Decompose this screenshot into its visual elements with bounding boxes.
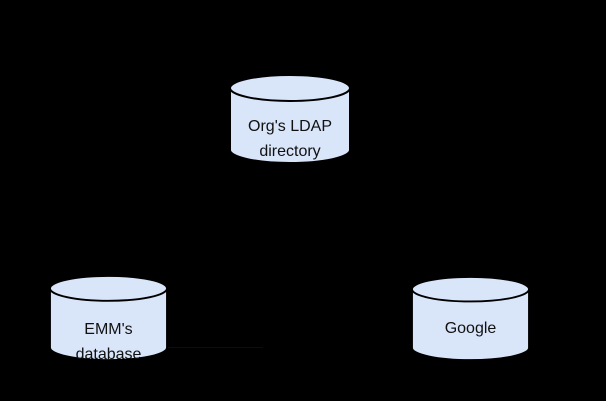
node-ldap-directory: Org's LDAP directory <box>228 73 352 165</box>
node-label: Google <box>410 275 531 372</box>
faint-connector-line <box>168 347 263 348</box>
cylinder-top <box>48 274 169 302</box>
cylinder-body <box>48 288 169 362</box>
node-label-line: EMM's <box>84 321 133 338</box>
database-cylinder-icon <box>48 274 169 362</box>
node-google: Google <box>410 275 531 362</box>
node-emm-database: EMM's database <box>48 274 169 363</box>
cylinder-body <box>410 289 531 362</box>
cylinder-body <box>229 88 351 164</box>
cylinder-top <box>229 74 351 102</box>
node-label: Org's LDAP directory <box>228 73 352 185</box>
node-label-line: database <box>75 346 142 363</box>
database-cylinder-icon <box>410 275 531 362</box>
cylinder-top <box>410 275 531 303</box>
node-label-line: Google <box>444 320 497 337</box>
node-label-line: Org's LDAP <box>248 118 332 135</box>
database-cylinder-icon <box>229 74 351 164</box>
node-label: EMM's database <box>48 274 169 386</box>
node-label-line: directory <box>259 143 321 160</box>
